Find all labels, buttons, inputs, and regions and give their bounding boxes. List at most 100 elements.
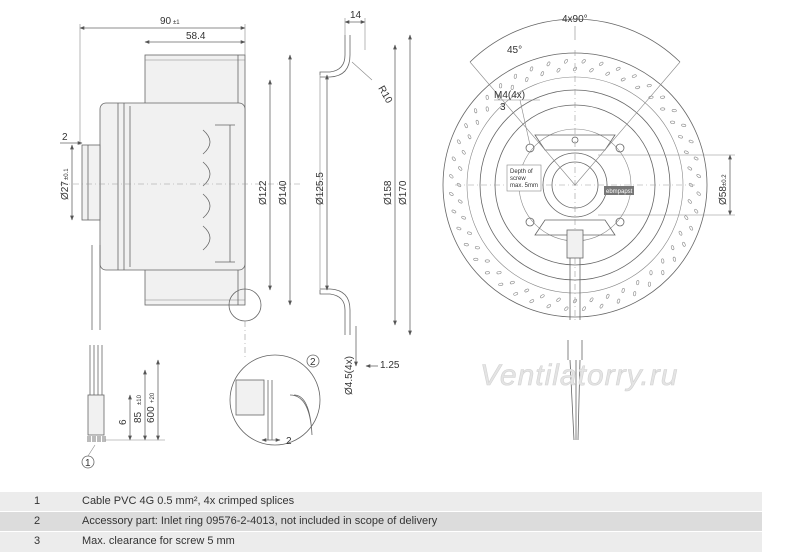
blade-mark — [605, 293, 610, 299]
blade-mark — [540, 294, 545, 299]
blade-mark — [449, 174, 454, 179]
blade-mark — [509, 280, 515, 285]
blade-mark — [670, 120, 676, 124]
legend-text: Cable PVC 4G 0.5 mm², 4x crimped splices — [82, 495, 295, 507]
blade-mark — [456, 139, 461, 145]
blade-mark — [467, 134, 472, 140]
dim-hole-4-5: Ø4.5(4x) — [344, 356, 355, 395]
dim-lead-85-tol: ±10 — [137, 394, 143, 405]
front-view: Depth of screw max. 5mm ebmpapst 4x90° 4… — [442, 14, 735, 441]
blade-mark — [556, 67, 561, 73]
blade-mark — [458, 166, 463, 171]
crimp-splices — [87, 436, 106, 442]
side-view — [60, 54, 300, 442]
blade-mark — [464, 123, 468, 129]
blade-mark — [546, 61, 551, 67]
legend-row: 1 Cable PVC 4G 0.5 mm², 4x crimped splic… — [0, 491, 762, 512]
dim-58: Ø58 — [718, 186, 729, 205]
blade-mark — [461, 215, 467, 220]
blade-mark — [689, 225, 694, 231]
blade-mark — [485, 106, 489, 112]
impeller-blades — [449, 59, 701, 311]
blade-mark — [463, 243, 469, 247]
dim-158: Ø158 — [383, 180, 394, 205]
blade-mark — [605, 71, 610, 76]
blade-mark — [589, 68, 594, 73]
dim-27: Ø27 — [60, 181, 71, 200]
dim-90-tol: ±1 — [173, 20, 180, 26]
dim-58-4: 58.4 — [186, 31, 206, 42]
blade-mark — [660, 95, 666, 99]
blade-mark — [620, 77, 626, 82]
blade-mark — [498, 282, 504, 286]
dim-14: 14 — [350, 10, 362, 21]
blade-mark — [678, 135, 683, 139]
dim-lead-600: 600 — [146, 406, 157, 423]
blade-mark — [564, 59, 568, 64]
blade-mark — [510, 84, 514, 90]
blade-mark — [615, 66, 621, 71]
blade-mark — [451, 209, 457, 214]
cooling-slots — [202, 124, 235, 263]
side-dimensions: 90 ±1 58.4 2 Ø27 ±0.1 Ø122 Ø140 6 85 ±10… — [60, 16, 292, 469]
dim-90: 90 — [160, 16, 172, 27]
blade-mark — [524, 288, 530, 293]
blade-mark — [467, 231, 472, 235]
blade-mark — [678, 230, 683, 236]
blade-mark — [474, 108, 478, 114]
blade-mark — [474, 246, 480, 250]
brand-tag: ebmpapst — [606, 189, 633, 195]
blade-mark — [616, 298, 621, 304]
blade-mark — [693, 156, 699, 161]
blade-mark — [688, 139, 694, 144]
blade-mark — [696, 191, 701, 196]
blade-mark — [672, 256, 676, 262]
blade-mark — [599, 303, 604, 309]
blade-mark — [683, 150, 689, 155]
dim-lead-600-tol: +20 — [150, 392, 156, 403]
blade-mark — [688, 183, 694, 187]
blade-mark — [621, 288, 625, 293]
blade-mark — [696, 174, 701, 178]
detail-view: 2 2 — [228, 288, 321, 447]
blade-mark — [671, 109, 677, 113]
blade-mark — [661, 270, 665, 276]
dim-140: Ø140 — [278, 180, 289, 205]
dim-1-25: 1.25 — [380, 360, 400, 371]
dim-lead-85: 85 — [133, 411, 144, 423]
blade-mark — [484, 259, 490, 263]
blade-mark — [681, 123, 687, 127]
callout-2: 2 — [310, 357, 316, 368]
legend-num: 2 — [34, 515, 41, 527]
blade-mark — [564, 306, 569, 311]
blade-mark — [633, 291, 637, 297]
inlet-ring-section: 14 R10 Ø125.5 Ø158 Ø170 Ø4.5(4x) 1.25 — [315, 10, 412, 395]
blade-mark — [636, 280, 640, 286]
screw-note-line3: max. 5mm — [510, 183, 538, 189]
screw-note-line2: screw — [510, 176, 526, 182]
blade-mark — [660, 107, 666, 111]
legend-table: 1 Cable PVC 4G 0.5 mm², 4x crimped splic… — [0, 491, 800, 552]
blade-mark — [525, 77, 529, 82]
blade-mark — [529, 299, 535, 304]
blade-mark — [473, 257, 479, 261]
blade-mark — [573, 298, 577, 304]
dim-lead-6: 6 — [118, 419, 129, 425]
blade-mark — [496, 271, 502, 275]
blade-mark — [513, 292, 519, 296]
dim-27-tol: ±0.1 — [64, 168, 70, 180]
blade-mark — [485, 94, 489, 100]
blade-mark — [556, 297, 561, 302]
watermark: Ventilatorry.ru — [480, 359, 678, 392]
blade-mark — [513, 73, 517, 79]
dim-125-5: Ø125.5 — [315, 172, 326, 205]
blade-mark — [647, 281, 651, 287]
dim-gap-2: 2 — [62, 132, 68, 143]
blade-mark — [582, 306, 586, 311]
screw-note-line1: Depth of — [510, 169, 533, 175]
blade-mark — [484, 271, 490, 275]
legend-num: 1 — [34, 495, 41, 507]
thread-m4: M4(4x) — [494, 90, 525, 101]
blade-mark — [475, 119, 480, 125]
blade-mark — [687, 199, 692, 204]
